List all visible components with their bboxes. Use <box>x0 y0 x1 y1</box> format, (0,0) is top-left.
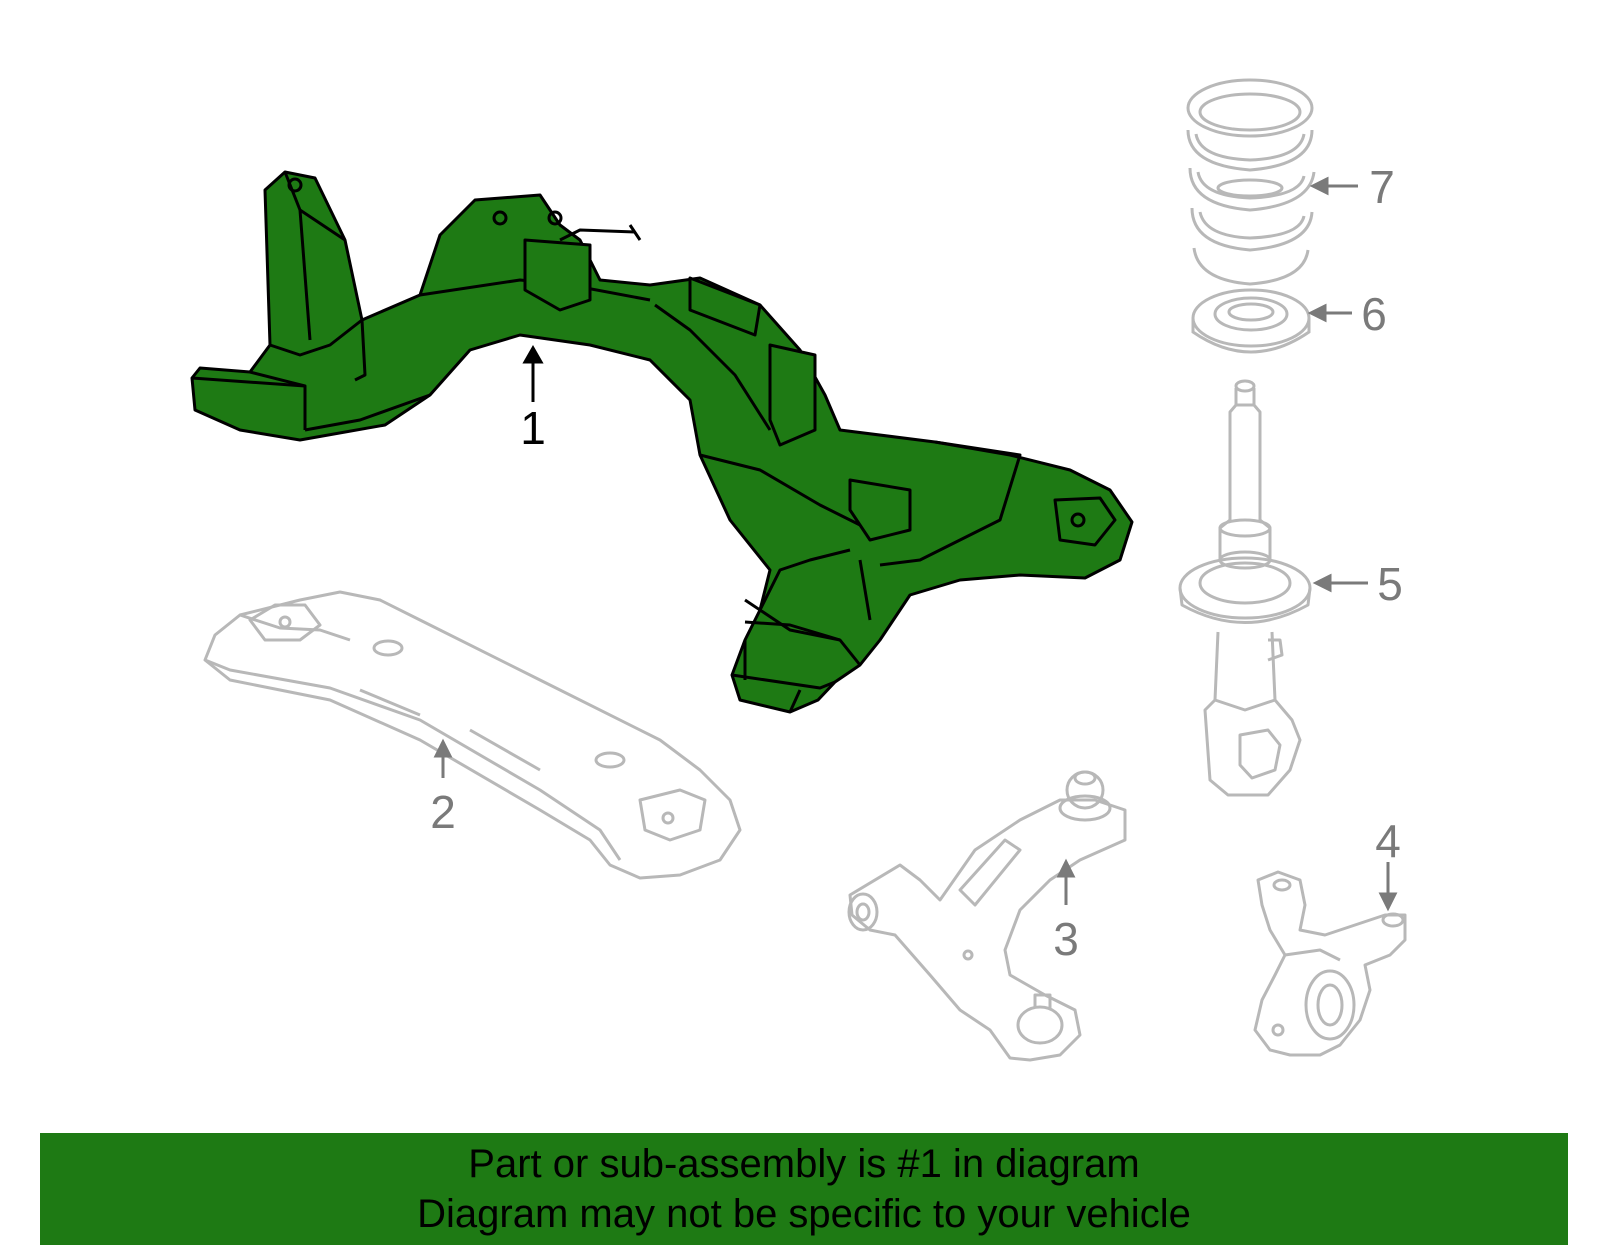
callout-5: 5 <box>1377 558 1403 610</box>
arrow-4-head <box>1378 892 1398 912</box>
banner-line-1: Part or sub-assembly is #1 in diagram <box>468 1142 1140 1186</box>
arrow-1-head <box>522 344 544 364</box>
callout-1: 1 <box>520 402 546 454</box>
callout-7: 7 <box>1369 161 1395 213</box>
callout-2: 2 <box>430 786 456 838</box>
arrow-7-head <box>1309 176 1329 196</box>
knuckle-part-4[interactable] <box>1253 870 1407 1057</box>
leader-arrows <box>433 176 1398 912</box>
coil-spring-part-7[interactable] <box>1186 78 1316 286</box>
spring-seat-part-6[interactable] <box>1191 288 1311 354</box>
support-bracket-part-2[interactable] <box>203 590 742 880</box>
strut-part-5[interactable] <box>1178 379 1312 797</box>
arrow-3-head <box>1056 858 1076 878</box>
banner-line-2: Diagram may not be specific to your vehi… <box>417 1192 1191 1236</box>
crossmember-part-1[interactable] <box>190 170 1134 714</box>
control-arm-part-3[interactable] <box>847 770 1127 1062</box>
callout-3: 3 <box>1053 913 1079 965</box>
callout-4: 4 <box>1375 815 1401 867</box>
info-banner: Part or sub-assembly is #1 in diagram Di… <box>40 1133 1568 1245</box>
arrow-5-head <box>1312 573 1332 593</box>
arrow-2-head <box>433 738 453 758</box>
arrow-6-head <box>1307 303 1327 323</box>
callout-6: 6 <box>1361 288 1387 340</box>
